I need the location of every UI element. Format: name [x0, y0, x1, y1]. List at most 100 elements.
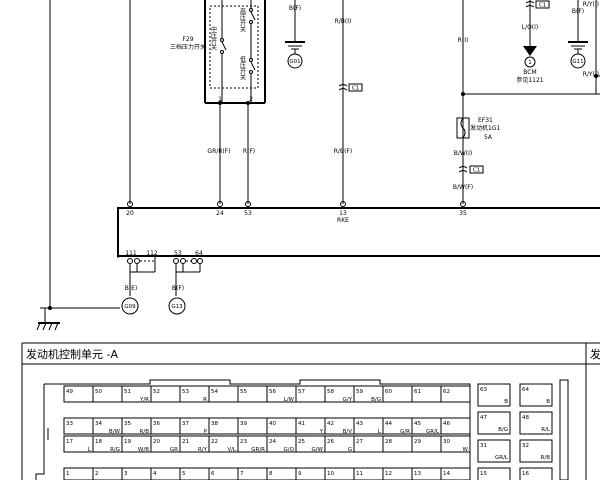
- wire-b-f-top: B(F): [289, 5, 301, 12]
- pin-number: 12: [385, 471, 392, 477]
- pin-number: 40: [269, 421, 276, 427]
- pin-wire-color: G: [348, 447, 352, 453]
- ground-g11: B(F) G11 R/Y(I) R/Y(I): [568, 0, 600, 94]
- fuse-rating: 5A: [484, 134, 493, 141]
- connector-c1-right: C1: [473, 168, 480, 174]
- pin-number: 60: [385, 389, 392, 395]
- ground-g11-label: G11: [572, 59, 583, 65]
- pin-number: 45: [414, 421, 421, 427]
- ecu-pin-13-name: RKE: [337, 217, 349, 224]
- pin-number: 19: [124, 439, 131, 445]
- pin-wire-color: L: [378, 429, 382, 435]
- switch-mid-label: 中压开关: [210, 25, 217, 51]
- pin-number: 51: [124, 389, 131, 395]
- pin-number: 56: [269, 389, 276, 395]
- pin-number: 57: [298, 389, 305, 395]
- ecu-pin-64: 64: [195, 250, 203, 257]
- pin-number: 58: [327, 389, 334, 395]
- pin-wire-color: W/B: [138, 447, 149, 453]
- pin-cell-right: [519, 467, 553, 480]
- pin-number: 2: [95, 471, 99, 477]
- pin-number: 34: [95, 421, 102, 427]
- pin-wire-color: G/W: [311, 447, 323, 453]
- pin-wire-color: GR/L: [426, 429, 440, 435]
- pin-wire-color-right: B: [504, 399, 508, 405]
- wire-r-y-right: R/Y(I): [583, 1, 599, 8]
- pin-wire-color-right: R/B: [541, 455, 551, 461]
- ecu-pin-53b: 53: [174, 250, 182, 257]
- pin-number: 42: [327, 421, 334, 427]
- pin-cell-right: [477, 383, 511, 407]
- pin-number: 49: [66, 389, 73, 395]
- wire-gr-r-label: GR/R(F): [207, 148, 230, 155]
- pin-number: 55: [240, 389, 247, 395]
- ecu-pin-24: 24: [216, 210, 224, 217]
- pin-number: 30: [443, 439, 450, 445]
- pin-wire-color: R: [203, 397, 207, 403]
- pin-number: 38: [211, 421, 218, 427]
- wire-r-b-mid: R/B(I) C1 R/B(F): [334, 0, 363, 204]
- pin-wire-color: G/R: [400, 429, 410, 435]
- pin-number-right: 64: [522, 387, 529, 393]
- bcm-label: BCM: [523, 69, 536, 76]
- pin-cell-right: [519, 383, 553, 407]
- wire-b-f-right: B(F): [572, 8, 584, 15]
- ecu-pin-112: 112: [146, 250, 158, 257]
- pin-number: 25: [298, 439, 305, 445]
- pin-number: 62: [443, 389, 450, 395]
- pin-number: 14: [443, 471, 450, 477]
- pin-wire-color: R/Y: [198, 447, 208, 453]
- connector-panel-right-title: 发: [590, 347, 600, 361]
- pin-number: 22: [211, 439, 218, 445]
- pin-wire-color: G/O: [284, 447, 295, 453]
- pin-number: 33: [66, 421, 73, 427]
- ground-wire-left: B(E): [125, 285, 138, 292]
- pin-number-right: 47: [480, 415, 487, 421]
- pin-wire-color: GR/R: [251, 447, 265, 453]
- pin-wire-color-right: GR/L: [495, 455, 509, 461]
- f29-name: 三档压力开关: [170, 43, 206, 51]
- fuse-name: 发动机1G1: [470, 124, 500, 132]
- pin-wire-color: Y/R: [139, 397, 149, 403]
- pin-wire-color: L/W: [284, 397, 295, 403]
- pin-number: 35: [124, 421, 131, 427]
- pin-number: 46: [443, 421, 450, 427]
- pin-cell: [440, 417, 471, 435]
- pin-wire-color: W: [463, 447, 469, 453]
- pin-number-right: 31: [480, 443, 487, 449]
- wire-r-b-top: R/B(I): [335, 18, 352, 25]
- pin-number: 24: [269, 439, 276, 445]
- pin-number: 54: [211, 389, 218, 395]
- pin-number: 52: [153, 389, 160, 395]
- f29-pin-1: 1: [218, 96, 222, 103]
- ecu-pin-13: 13: [339, 210, 347, 217]
- f29-id: F29: [182, 36, 193, 43]
- pin-wire-color-right: B: [546, 399, 550, 405]
- pin-number: 50: [95, 389, 102, 395]
- wire-l-o-label: L/O(I): [522, 24, 539, 31]
- pin-number: 20: [153, 439, 160, 445]
- pin-number: 37: [182, 421, 189, 427]
- wire-b-w-f-label: B/W(F): [453, 184, 473, 191]
- pin-cell-right: [519, 439, 553, 463]
- pin-number: 59: [356, 389, 363, 395]
- pin-number: 61: [414, 389, 421, 395]
- switch-high-label: 高压开关: [239, 7, 246, 33]
- pin-wire-color: L: [88, 447, 92, 453]
- pressure-switch-f29: 高压开关 中压开关 低压开关 F29 三档压力开关 1 2: [170, 0, 266, 104]
- wire-r-b-mid-label: R/B(F): [334, 148, 352, 155]
- ground-g13: G13: [171, 304, 183, 310]
- connector-c1-bcm: C1: [539, 3, 546, 9]
- pin-number-right: 63: [480, 387, 487, 393]
- pin-wire-color: R/B: [140, 429, 150, 435]
- ecu-pin-35: 35: [459, 210, 467, 217]
- ground-g01: B(F) G01: [285, 0, 305, 69]
- ecu-block: 20 24 53 13 RKE 35 111 112 53 64 B(E) B(…: [117, 0, 600, 315]
- pin-number: 4: [153, 471, 157, 477]
- pin-number: 39: [240, 421, 247, 427]
- pin-wire-color: GR: [170, 447, 178, 453]
- pin-number: 27: [356, 439, 363, 445]
- pin-number: 26: [327, 439, 334, 445]
